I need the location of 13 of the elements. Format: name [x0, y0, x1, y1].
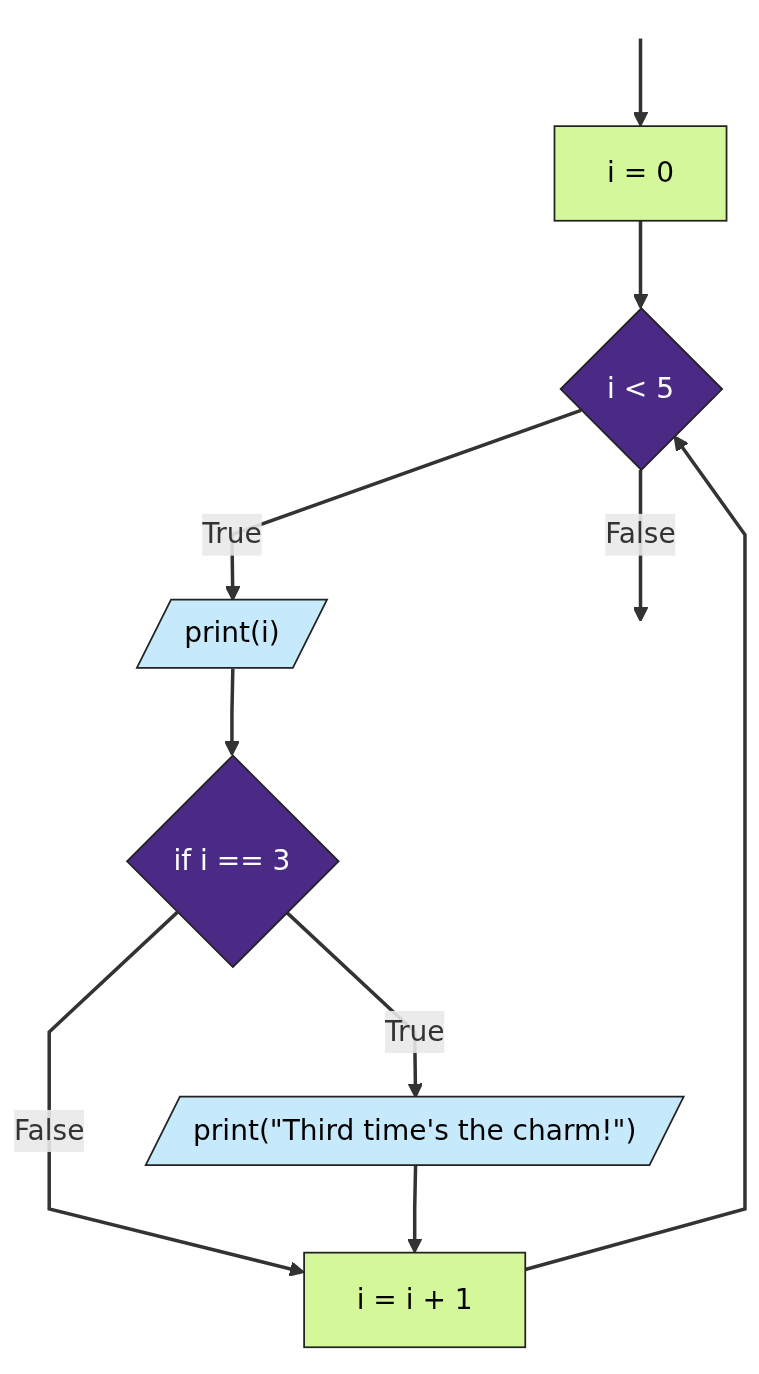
edge-label: True: [384, 1014, 445, 1048]
arrow: [47, 911, 305, 1277]
edge-label: False: [605, 517, 676, 551]
edge-label: True: [202, 517, 262, 551]
node-diamond: i < 5: [559, 307, 724, 472]
arrow: [632, 38, 649, 127]
arrow: [224, 668, 240, 757]
node-diamond: if i == 3: [125, 754, 340, 969]
node-box: i = i + 1: [303, 1251, 527, 1349]
arrow: [407, 1165, 423, 1254]
node-box: i = 0: [553, 125, 728, 222]
edge-label: False: [14, 1113, 85, 1147]
arrow: [632, 220, 649, 310]
